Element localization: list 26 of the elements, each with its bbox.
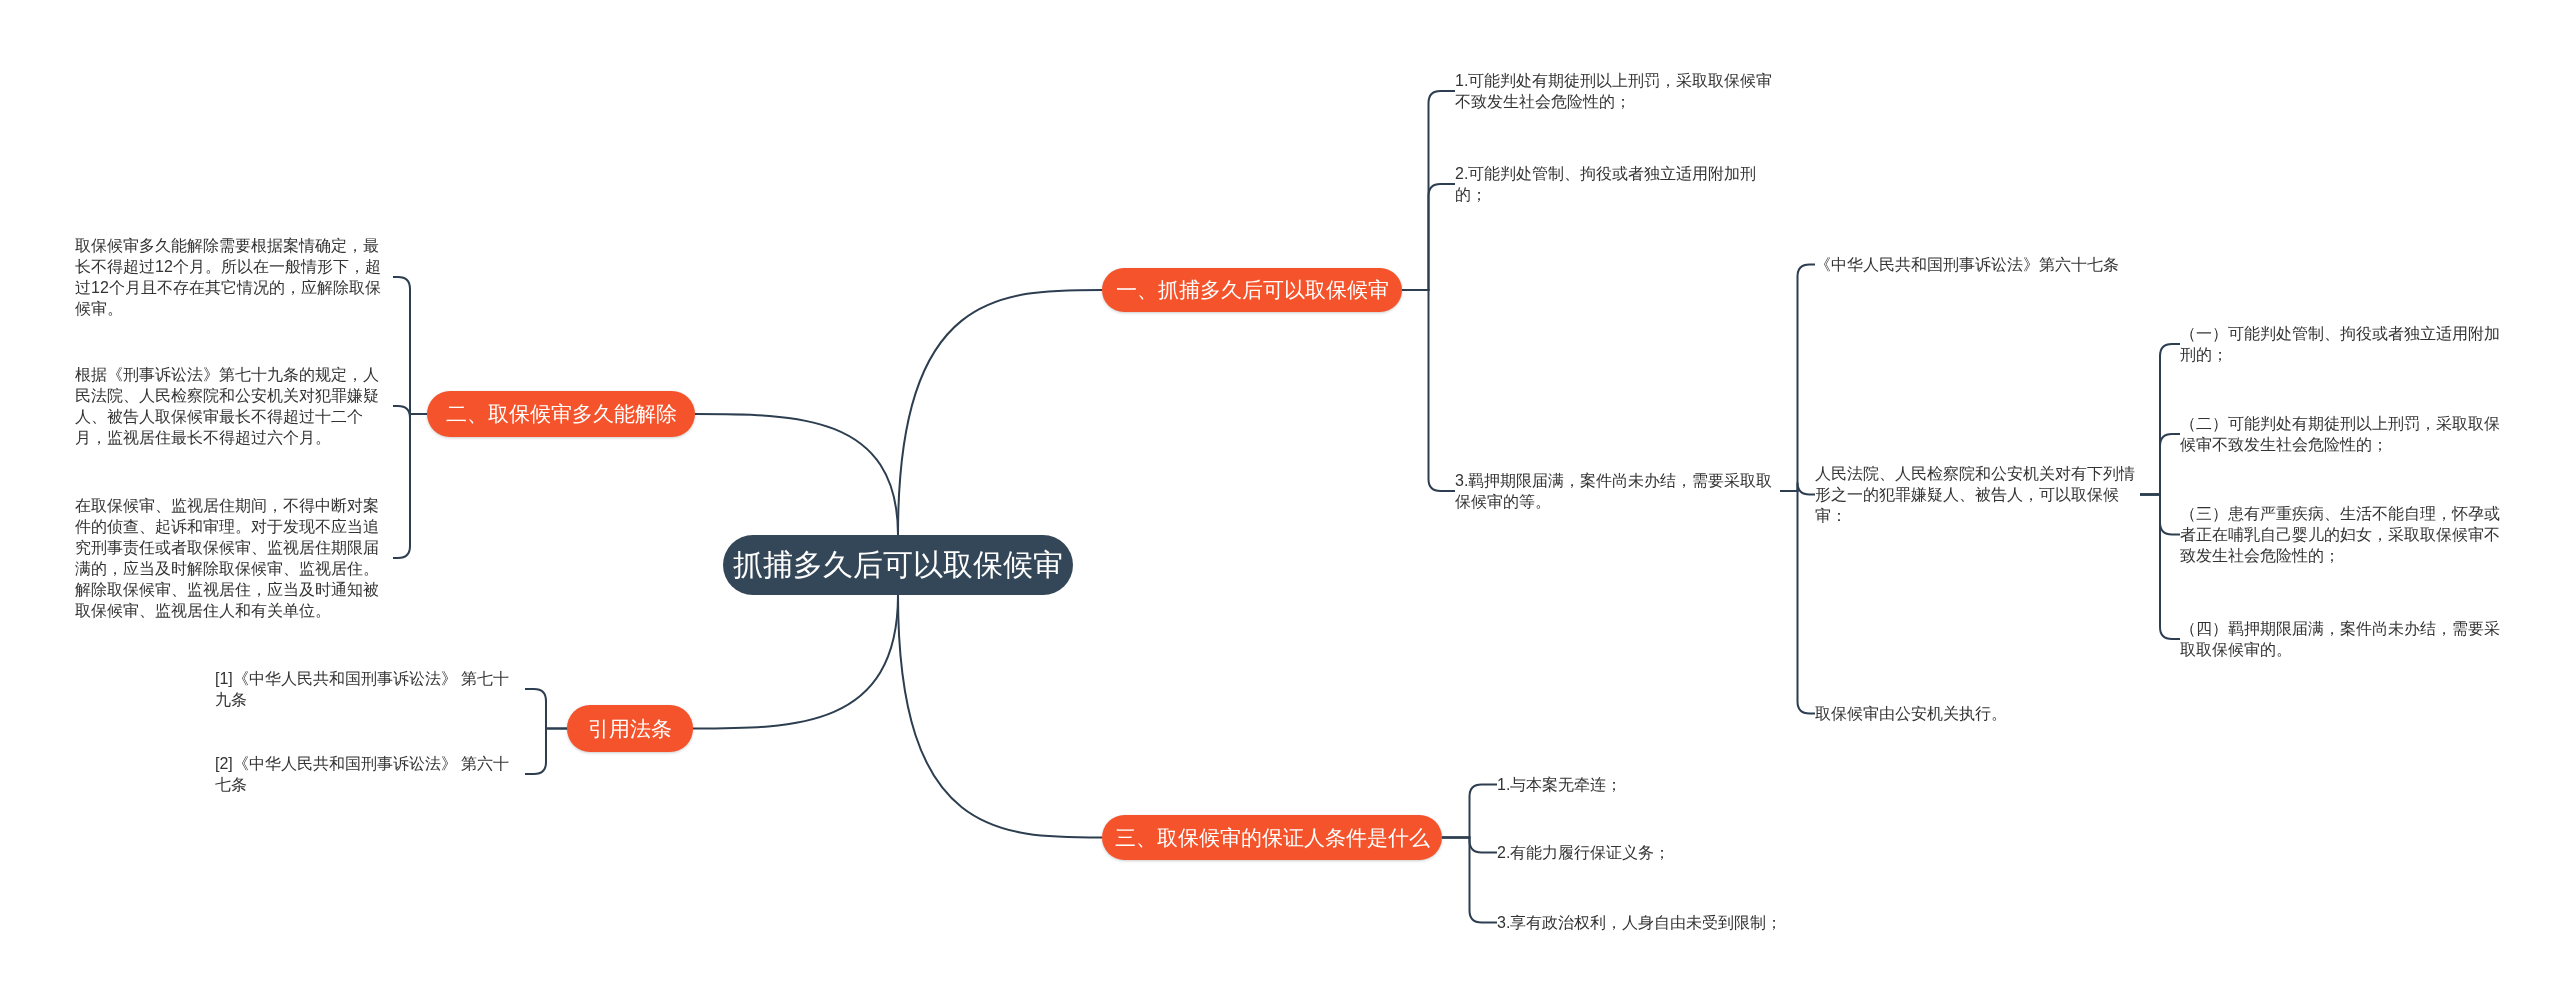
connector-line — [897, 594, 1103, 839]
note-text: 取保候审由公安机关执行。 — [1815, 703, 2145, 724]
note-text: [1]《中华人民共和国刑事诉讼法》 第七十九条 — [215, 668, 525, 710]
connector-line — [694, 413, 899, 536]
note-text: 在取保候审、监视居住期间，不得中断对案件的侦查、起诉和审理。对于发现不应当追究刑事责任或者取保候审、监视居住期限届满的，应当及时解除取保候审、监视居住。解除取保候审、监视居住，应当及时通知被取保候审、监视居住人和有关单位。 — [75, 495, 393, 621]
branch-topic-box: 二、取保候审多久能解除 — [427, 391, 695, 437]
note-text: 2.可能判处管制、拘役或者独立适用附加刑的； — [1455, 163, 1780, 205]
note-text: 3.羁押期限届满，案件尚未办结，需要采取取保候审的等。 — [1455, 470, 1780, 512]
branch-topic-box: 引用法条 — [567, 705, 693, 752]
note-text: [2]《中华人民共和国刑事诉讼法》 第六十七条 — [215, 753, 525, 795]
note-text: 人民法院、人民检察院和公安机关对有下列情形之一的犯罪嫌疑人、被告人，可以取保候审： — [1815, 463, 2140, 526]
note-text: （三）患有严重疾病、生活不能自理，怀孕或者正在哺乳自己婴儿的妇女，采取取保候审不致发生社会危险性的； — [2180, 503, 2510, 566]
note-text: 取保候审多久能解除需要根据案情确定，最长不得超过12个月。所以在一般情形下，超过12个月且不存在其它情况的，应解除取保候审。 — [75, 235, 393, 319]
note-text: 2.有能力履行保证义务； — [1497, 842, 1827, 863]
note-text: 1.可能判处有期徒刑以上刑罚，采取取保候审不致发生社会危险性的； — [1455, 70, 1780, 112]
branch-topic-box: 三、取保候审的保证人条件是什么 — [1102, 815, 1442, 860]
central-topic-box: 抓捕多久后可以取保候审 — [723, 535, 1073, 595]
note-text: 3.享有政治权利，人身自由未受到限制； — [1497, 912, 1827, 933]
note-text: 1.与本案无牵连； — [1497, 774, 1827, 795]
branch-topic-box: 一、抓捕多久后可以取保候审 — [1102, 268, 1402, 312]
note-text: （二）可能判处有期徒刑以上刑罚，采取取保候审不致发生社会危险性的； — [2180, 413, 2510, 455]
note-text: （一）可能判处管制、拘役或者独立适用附加刑的； — [2180, 323, 2510, 365]
note-text: 根据《刑事诉讼法》第七十九条的规定，人民法院、人民检察院和公安机关对犯罪嫌疑人、被告人取保候审最长不得超过十二个月，监视居住最长不得超过六个月。 — [75, 364, 393, 448]
connector-line — [524, 727, 568, 775]
note-text: 《中华人民共和国刑事诉讼法》第六十七条 — [1815, 254, 2145, 275]
note-text: （四）羁押期限届满，案件尚未办结，需要采取取保候审的。 — [2180, 618, 2510, 660]
